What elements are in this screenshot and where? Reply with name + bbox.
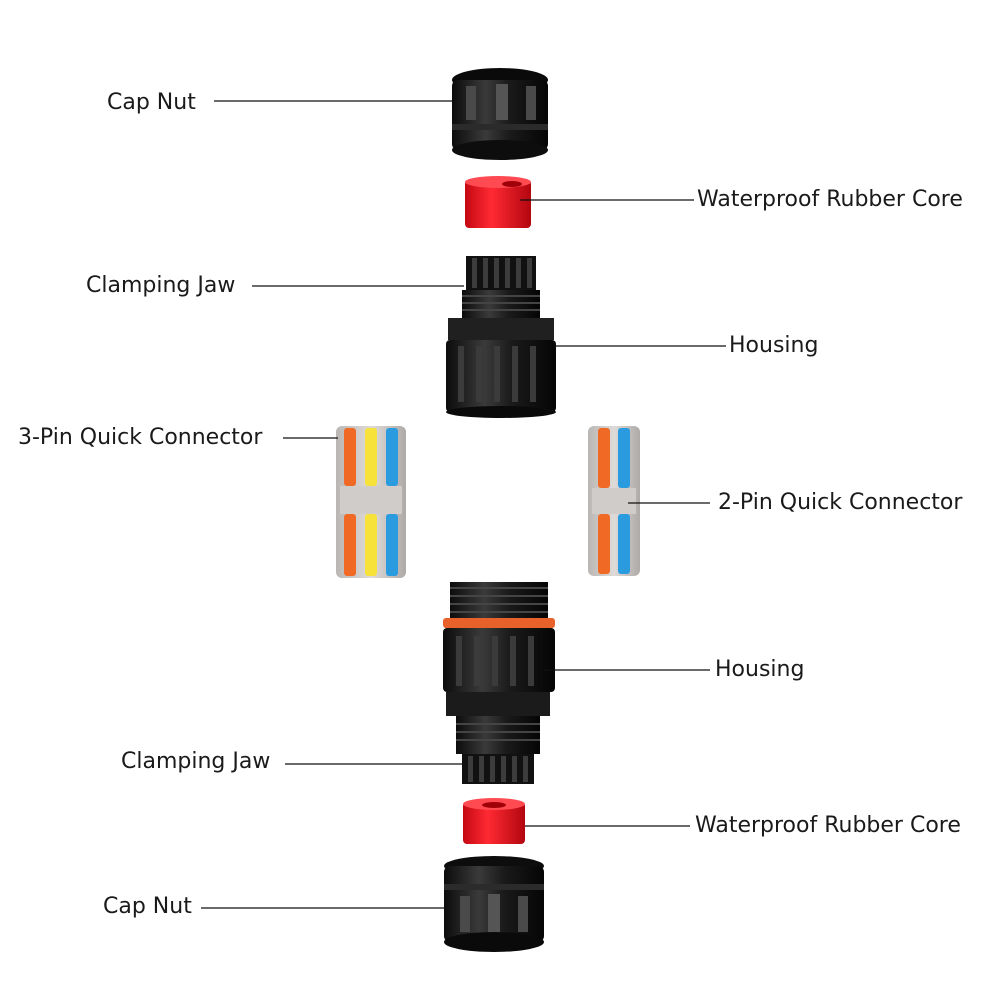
label-housing-top: Housing [729, 333, 819, 358]
label-clamping-jaw-bottom: Clamping Jaw [121, 749, 271, 774]
label-cap-nut-bottom: Cap Nut [103, 894, 192, 919]
clamping-jaw-bottom [456, 716, 540, 784]
leader-lines [201, 100, 726, 909]
housing-bottom [443, 582, 555, 716]
quick-connector-2pin [588, 426, 640, 576]
label-cap-nut-top: Cap Nut [107, 90, 196, 115]
cap-nut-top [452, 68, 548, 160]
rubber-core-bottom [463, 798, 525, 844]
rubber-core-top [465, 176, 531, 228]
label-rubber-core-top: Waterproof Rubber Core [697, 187, 963, 212]
label-clamping-jaw-top: Clamping Jaw [86, 273, 236, 298]
cap-nut-bottom [444, 856, 544, 952]
label-rubber-core-bottom: Waterproof Rubber Core [695, 813, 961, 838]
quick-connector-3pin [336, 426, 406, 578]
label-housing-bottom: Housing [715, 657, 805, 682]
clamping-jaw-top [462, 256, 540, 318]
label-quick-connector-3pin: 3-Pin Quick Connector [18, 425, 263, 450]
label-quick-connector-2pin: 2-Pin Quick Connector [718, 490, 963, 515]
housing-top [446, 318, 556, 418]
